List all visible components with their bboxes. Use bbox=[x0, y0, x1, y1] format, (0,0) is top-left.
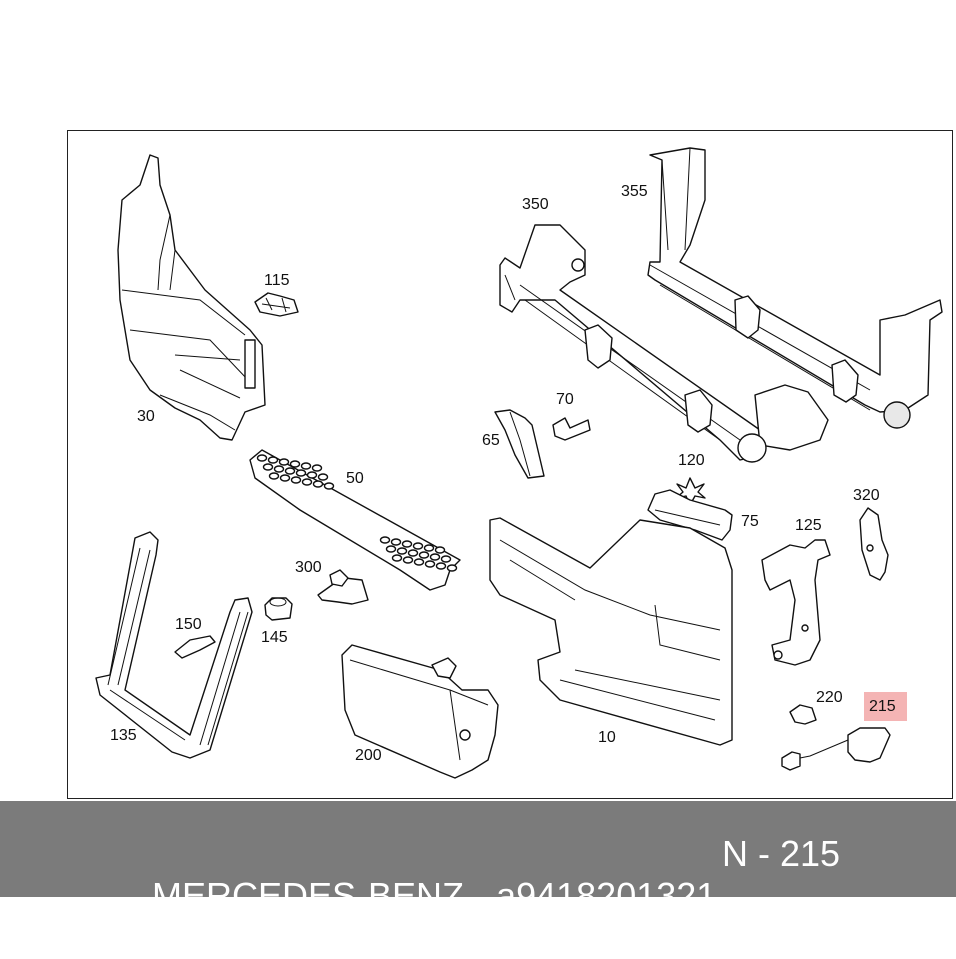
grille-hole bbox=[273, 465, 285, 473]
grille-hole bbox=[435, 562, 447, 570]
part-350-crossmember[interactable] bbox=[499, 224, 829, 463]
grille-hole bbox=[279, 474, 291, 482]
grille-hole bbox=[434, 546, 446, 554]
part-220-clip[interactable] bbox=[789, 704, 817, 725]
label-350: 350 bbox=[522, 196, 549, 213]
grille-hole bbox=[379, 536, 391, 544]
grille-hole bbox=[418, 551, 430, 559]
part-200-headlamp[interactable] bbox=[341, 644, 499, 779]
grille-hole bbox=[440, 555, 452, 563]
grille-hole bbox=[323, 482, 335, 490]
part-30-side-panel[interactable] bbox=[117, 154, 266, 441]
footer-bar: MERCEDES-BENZ - a9418201321 N - 215 bbox=[0, 801, 956, 916]
label-75: 75 bbox=[741, 513, 759, 530]
grille-hole bbox=[401, 540, 413, 548]
grille-hole bbox=[407, 549, 419, 557]
label-125: 125 bbox=[795, 517, 822, 534]
grille-hole bbox=[423, 544, 435, 552]
grille-hole bbox=[391, 554, 403, 562]
part-320-cover[interactable] bbox=[859, 507, 889, 581]
grille-hole bbox=[268, 472, 280, 480]
part-300-connector[interactable] bbox=[317, 569, 369, 605]
part-115-clip[interactable] bbox=[254, 292, 299, 317]
grille-hole bbox=[306, 471, 318, 479]
grille-hole bbox=[262, 463, 274, 471]
grille-hole bbox=[256, 454, 268, 462]
grille-hole bbox=[390, 538, 402, 546]
part-125-bracket[interactable] bbox=[761, 539, 831, 666]
label-215: 215 bbox=[869, 698, 896, 715]
parts-diagram: 30 115 50 350 355 70 65 120 75 125 320 3… bbox=[95, 147, 943, 779]
label-115: 115 bbox=[264, 272, 290, 289]
label-145: 145 bbox=[261, 629, 288, 646]
label-70: 70 bbox=[556, 391, 574, 408]
grille-hole bbox=[311, 464, 323, 472]
grille-hole bbox=[312, 480, 324, 488]
part-50-grille-strip[interactable] bbox=[249, 449, 461, 591]
part-135-support-frame[interactable] bbox=[95, 531, 253, 759]
label-150: 150 bbox=[175, 616, 202, 633]
label-320: 320 bbox=[853, 487, 880, 504]
label-355: 355 bbox=[621, 183, 648, 200]
grille-hole bbox=[284, 467, 296, 475]
label-300: 300 bbox=[295, 559, 322, 576]
grille-hole bbox=[396, 547, 408, 555]
part-150-pin[interactable] bbox=[174, 635, 216, 659]
part-10-bumper[interactable] bbox=[489, 517, 733, 746]
part-145-bushing[interactable] bbox=[264, 597, 293, 621]
label-50: 50 bbox=[346, 470, 364, 487]
label-30: 30 bbox=[137, 408, 155, 425]
grille-hole bbox=[402, 556, 414, 564]
label-220: 220 bbox=[816, 689, 843, 706]
footer-part-number: a9418201321 bbox=[496, 875, 717, 916]
grille-hole bbox=[429, 553, 441, 561]
grille-hole bbox=[295, 469, 307, 477]
grille-hole bbox=[289, 460, 301, 468]
part-70-bolt[interactable] bbox=[552, 417, 591, 441]
grille-hole bbox=[413, 558, 425, 566]
part-355-crossmember[interactable] bbox=[647, 147, 943, 429]
label-135: 135 bbox=[110, 727, 137, 744]
grille-hole bbox=[446, 564, 458, 572]
grille-hole bbox=[300, 462, 312, 470]
label-10: 10 bbox=[598, 729, 616, 746]
grille-hole bbox=[424, 560, 436, 568]
label-65: 65 bbox=[482, 432, 500, 449]
grille-hole bbox=[267, 456, 279, 464]
footer-brand: MERCEDES-BENZ bbox=[152, 875, 465, 916]
label-215-highlight bbox=[864, 692, 907, 721]
label-200: 200 bbox=[355, 747, 382, 764]
grille-hole bbox=[317, 473, 329, 481]
part-215-marker-lamp[interactable] bbox=[781, 727, 891, 771]
footer-separator: - bbox=[474, 875, 487, 916]
label-120: 120 bbox=[678, 452, 705, 469]
footer-position: N - 215 bbox=[722, 833, 841, 874]
part-65-bracket[interactable] bbox=[494, 409, 545, 479]
grille-hole bbox=[385, 545, 397, 553]
grille-hole bbox=[278, 458, 290, 466]
footer-caption: MERCEDES-BENZ - a9418201321 bbox=[112, 833, 716, 959]
grille-hole bbox=[412, 542, 424, 550]
grille-hole bbox=[301, 478, 313, 486]
grille-hole bbox=[290, 476, 302, 484]
